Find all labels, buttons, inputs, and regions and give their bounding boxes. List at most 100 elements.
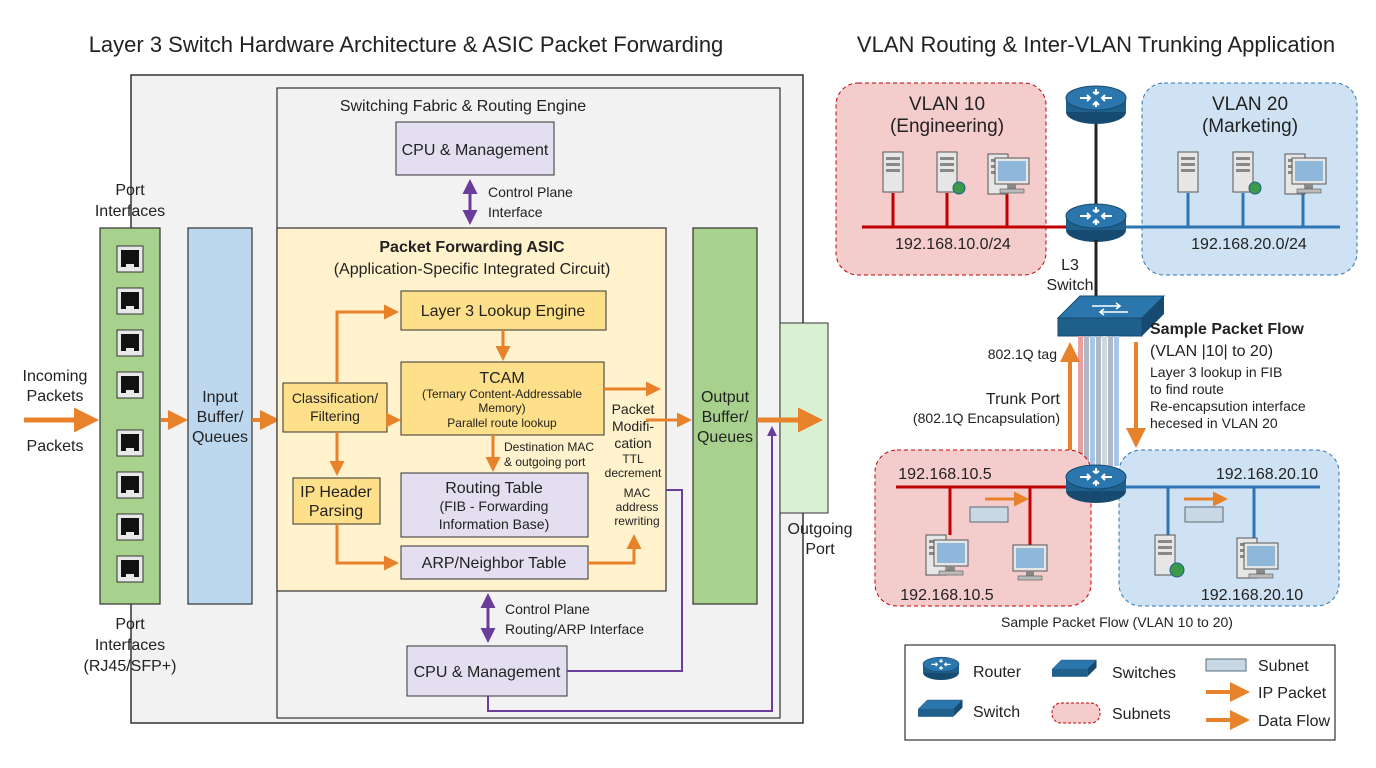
vlan10-label-1: VLAN 10 [909,94,985,115]
routing-table-label-2: (FIB - Forwarding [440,498,549,514]
l3-lookup-label: Layer 3 Lookup Engine [421,303,586,320]
vlan20-bottom-drops [1166,487,1256,545]
packets-label: Packets [27,438,84,455]
asic-subtitle: (Application-Specific Integrated Circuit… [334,261,611,278]
routing-table-box [400,472,589,538]
vlan10-packet-icon [969,506,1009,523]
cpu-bottom-box [406,645,568,697]
host-a-ip-bottom: 192.168.10.5 [900,587,994,604]
vlan20-packet-icon [1184,506,1224,523]
classification-label-1: Classification/ [292,390,378,406]
legend-data-flow-label: Data Flow [1258,713,1330,730]
ip-header-label-1: IP Header [300,484,372,501]
tcam-line-2: Memory) [478,401,525,415]
port-top-label-1: Port [115,182,145,199]
classification-label-2: Filtering [310,408,360,424]
output-buffer [692,227,758,605]
rj45-port-2-icon [116,287,144,315]
output-label-3: Queues [697,429,753,446]
subnet20-label: 192.168.20.0/24 [1191,236,1307,253]
arp-table-label: ARP/Neighbor Table [422,555,567,572]
sample-flow-line-3: Re-encapsution interface [1150,398,1306,414]
port-bottom-label-3: (RJ45/SFP+) [84,658,177,675]
rj45-port-5-icon [116,429,144,457]
control-plane-top-1: Control Plane [488,184,573,200]
vlan20-globe-icon [1248,181,1262,195]
dest-mac-label-2: & outgoing port [504,455,586,469]
rj45-port-8-icon [116,555,144,583]
legend-router-label: Router [973,664,1022,681]
legend-subnets-icon [1051,702,1101,724]
classification-box [282,382,388,433]
rj45-port-6-icon [116,471,144,499]
output-label-1: Output [701,389,750,406]
rj45-port-1-icon [116,245,144,273]
routing-table-label-1: Routing Table [445,480,543,497]
dot1q-tag-label: 802.1Q tag [988,346,1057,362]
vlan10-bottom-drops [948,487,1032,545]
vlan20-server-1-icon [1177,151,1199,193]
legend-subnet-label: Subnet [1258,658,1309,675]
access-router-icon [1065,464,1127,504]
subnet10-label: 192.168.10.0/24 [895,236,1011,253]
vlan20-label-1: VLAN 20 [1212,94,1288,115]
input-buffer [187,227,253,605]
sample-flow-line-2: to find route [1150,381,1224,397]
trunk-port-label-1: Trunk Port [986,391,1061,408]
core-router-icon [1065,85,1127,125]
trunk-port-label-2: (802.1Q Encapsulation) [913,410,1060,426]
cpu-top-box [395,121,555,176]
port-bottom-label-2: Interfaces [95,637,165,654]
vlan10-server-1-icon [882,151,904,193]
routing-table-label-3: Information Base) [439,516,550,532]
host-b-globe-icon [1169,562,1185,578]
vlan20-label-2: (Marketing) [1202,116,1298,137]
ip-header-box [292,477,381,525]
legend-router-icon [922,656,960,681]
tcam-line-3: Parallel route lookup [447,416,557,430]
vlan20-drops [1186,193,1305,227]
legend-switches-icon [1051,659,1098,677]
rj45-port-4-icon [116,371,144,399]
packet-mod-label-1: Packet [612,401,655,417]
host-b-ip-top: 192.168.20.10 [1216,466,1318,483]
legend-ip-packet-label: IP Packet [1258,685,1327,702]
port-panel [99,227,161,605]
port-bottom-label-1: Port [115,616,145,633]
packet-mod-label-7: address [616,500,659,514]
outgoing-label-2: Port [805,541,835,558]
tcam-title: TCAM [479,370,524,387]
asic-title: Packet Forwarding ASIC [379,239,565,256]
right-title: VLAN Routing & Inter-VLAN Trunking Appli… [857,32,1335,57]
host-b-ip-bottom: 192.168.20.10 [1201,587,1303,604]
incoming-label-2: Packets [27,388,84,405]
management-lines [487,426,777,712]
packet-mod-label-4: TTL [622,452,644,466]
tcam-box [400,361,605,436]
legend-switch-icon [917,699,964,717]
sample-flow-title: Sample Packet Flow [1150,321,1304,338]
ip-header-label-2: Parsing [309,503,363,520]
rj45-port-7-icon [116,513,144,541]
sample-flow-line-4: hecesed in VLAN 20 [1150,415,1278,431]
l3-router-icon [1065,203,1127,243]
control-plane-bottom-2: Routing/ARP Interface [505,621,644,637]
asic-flow-arrows [329,304,692,571]
input-label-1: Input [202,389,238,406]
l3-label-1: L3 [1061,257,1079,274]
outgoing-label-1: Outgoing [788,521,853,538]
arp-table-box [400,545,589,580]
tcam-line-1: (Ternary Content-Addressable [422,387,582,401]
control-plane-bottom-1: Control Plane [505,601,590,617]
vlan10-drops [891,193,1009,227]
input-label-2: Buffer/ [197,409,244,426]
port-top-label-2: Interfaces [95,203,165,220]
sample-flow-caption: Sample Packet Flow (VLAN 10 to 20) [1001,614,1233,630]
incoming-label-1: Incoming [23,368,88,385]
fabric-label: Switching Fabric & Routing Engine [340,98,586,115]
input-label-3: Queues [192,429,248,446]
l3-lookup-box [400,290,607,331]
host-a-ip-top: 192.168.10.5 [898,466,992,483]
